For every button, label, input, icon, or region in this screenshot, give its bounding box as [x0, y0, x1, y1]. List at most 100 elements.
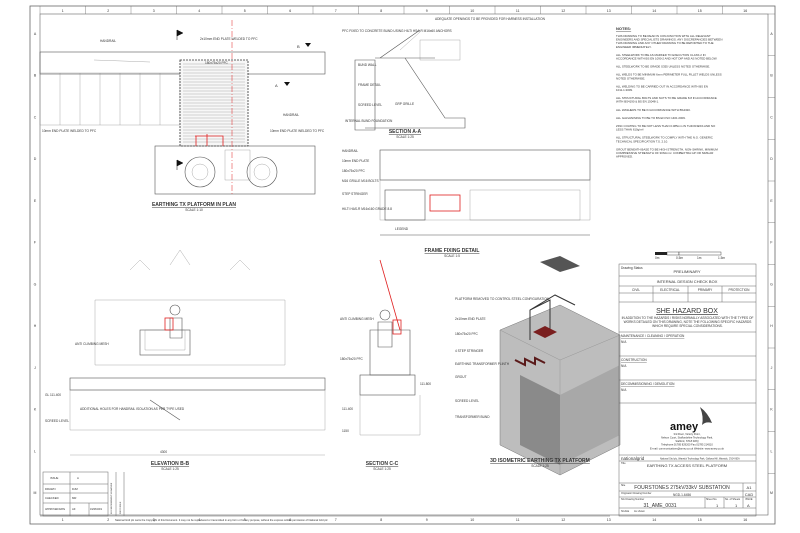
- section-aa-label-frame-detail: FRAME DETAIL: [358, 83, 381, 87]
- elevation-transformer: [94, 299, 286, 366]
- section-aa-label-grp-grille: GRP GRILLE: [395, 102, 414, 106]
- title-block: [618, 263, 757, 517]
- grid-column-label: 3: [153, 518, 155, 522]
- she-hazard-intro: IN ADDITION TO THE HAZARDS / RISKS NORMA…: [621, 316, 754, 328]
- frame-label-pfc: 180x75x20 PFC: [342, 169, 366, 173]
- frame-label-handrail: HANDRAIL: [342, 149, 358, 153]
- frame-label-end-plate: 10mm END PLATE: [342, 159, 369, 163]
- company-address-line: 3rd Floor, Victory Point,: [674, 432, 701, 436]
- frame-label-legend: LEGEND: [395, 227, 409, 231]
- iso-platform-deck: [533, 326, 557, 338]
- section-cc-scale: SCALE 1:25: [373, 467, 391, 471]
- copyright-notice: National Grid plc owns the Copyright of …: [115, 518, 328, 522]
- section-cc-dim: 1150: [342, 429, 349, 433]
- operator-figure-icon: [169, 304, 181, 316]
- elevation-foundation: [69, 389, 326, 431]
- plan-label-handrail-2: HANDRAIL: [283, 113, 299, 117]
- elevation-bb-scale: SCALE 1:25: [161, 467, 179, 471]
- grid-row-label: H: [34, 324, 37, 328]
- company-address-line: Telephone:01785 829200 Fax:01785 214510: [661, 443, 713, 447]
- note-line: 1011-1:2009.: [616, 88, 633, 92]
- grid-row-label: C: [770, 115, 773, 119]
- cad-label: CAD: [745, 492, 754, 497]
- frame-label-anchor: HILTI HAS-R M16x160 GRADE 8.8: [342, 207, 392, 211]
- section-aa-scale: SCALE 1:25: [396, 135, 414, 139]
- title-block-text: Drawing Status PRELIMINARY INTERNAL DESI…: [621, 266, 750, 315]
- note-line: ALL WELDING TO BE CARRIED OUT IN ACCORDA…: [616, 84, 708, 88]
- rev-checked: MR: [72, 496, 76, 500]
- grid-row-label: B: [770, 74, 773, 78]
- rev-date: 19/08/2019: [90, 508, 103, 511]
- amey-logo-icon: [700, 407, 712, 425]
- grid-column-label: 1: [62, 518, 64, 522]
- operator-figure-icon: [379, 309, 391, 321]
- grid-column-label: 2: [107, 9, 109, 13]
- check-column-protection: PROTECTION: [729, 288, 751, 292]
- rev-issue-label: ISSUE: [50, 476, 59, 480]
- of-sheets: 1: [735, 503, 738, 508]
- grid-column-label: 12: [561, 9, 565, 13]
- hazard-value-construction: N/A: [621, 364, 627, 368]
- grid-row-label: L: [771, 449, 773, 453]
- grid-row-label: K: [770, 408, 773, 412]
- frame-red-highlight: [429, 194, 461, 212]
- note-line: LESS THAN 610g/m².: [616, 128, 644, 132]
- site-name: FOURSTONES 275kV/33kV SUBSTATION: [634, 485, 730, 491]
- grid-row-label: A: [34, 32, 37, 36]
- section-aa-label-openings: ADEQUATE OPENINGS TO BE PROVIDED FOR HAR…: [435, 17, 546, 21]
- section-cc-title: SECTION C-C: [366, 461, 399, 467]
- grid-row-label: F: [770, 241, 772, 245]
- check-column-civil: CIVIL: [632, 288, 640, 292]
- title-label: Title: [621, 462, 626, 465]
- scale-tick: 0m: [655, 256, 660, 260]
- client-address: National Grid plc, Warwick Technology Pa…: [660, 458, 740, 461]
- section-aa-label-screed-level: SCREED LEVEL: [358, 103, 382, 107]
- grid-row-label: L: [34, 449, 36, 453]
- grid-row-label: M: [34, 491, 37, 495]
- rev-ng-signature: NG ENDORSEMENT SIGNATURE: [110, 482, 113, 514]
- hazard-heading-construction: CONSTRUCTION: [621, 358, 647, 362]
- drawing-title: EARTHING TX ACCESS STEEL PLATFORM: [647, 463, 727, 468]
- rev-checked-label: CHECKED: [45, 496, 59, 500]
- title-block-details: MAINTENANCE / CLEANING / OPERATION N/A C…: [621, 334, 753, 513]
- section-aa-view: PFC FIXED TO CONCRETE BUND USING HILTI H…: [342, 17, 546, 139]
- grid-column-label: 13: [607, 9, 611, 13]
- grid-row-label: A: [770, 32, 773, 36]
- frame-fixing-scale: SCALE 1:5: [444, 254, 460, 258]
- originator-number: NGD-1-6456: [673, 493, 691, 497]
- note-line: TECHNICAL SPECIFICATION T.S. 2.10.: [616, 139, 668, 143]
- scale-tick: 0.5m: [676, 256, 683, 260]
- scale-value: As shown: [634, 510, 645, 513]
- iso-label-step: 4 STEP STRINGER: [455, 349, 484, 353]
- rev-drawn: DJM: [72, 487, 78, 491]
- note-line: GROUT BENEATH BASE TO BE HIGH STRENGTH, …: [616, 147, 718, 151]
- plan-label-end-plate-left: 10mm END PLATE WELDED TO PFC: [42, 129, 97, 133]
- elevation-label-climbing-mesh: ANTI CLIMBING MESH: [75, 342, 109, 346]
- rev-issue: A: [77, 476, 79, 480]
- grid-row-label: D: [34, 157, 37, 161]
- iso-steps: [514, 356, 546, 367]
- section-marker-a: A: [275, 83, 278, 88]
- frame-fixing-title: FRAME FIXING DETAIL: [425, 248, 480, 254]
- iso-removed-platform: [540, 256, 580, 272]
- grid-column-label: 15: [698, 9, 702, 13]
- sheet-size: A1: [747, 485, 753, 490]
- frame-fixing-detail-view: HANDRAIL 10mm END PLATE 180x75x20 PFC M1…: [342, 149, 591, 258]
- notes-list: THIS DRAWING TO BE READ IN CONJUNCTION W…: [616, 34, 722, 159]
- issue-value: A: [747, 503, 750, 508]
- plan-view: 2x10mm END PLATE WELDED TO PFC HANDRAIL …: [39, 20, 326, 212]
- iso-label-bund: TRANSFORMER BUND: [455, 415, 490, 419]
- grid-column-label: 8: [380, 518, 382, 522]
- grid-column-label: 1: [62, 9, 64, 13]
- grid-column-label: 13: [607, 518, 611, 522]
- grid-column-label: 15: [698, 518, 702, 522]
- hazard-value-decommissioning: N/A: [621, 388, 627, 392]
- grid-column-label: 11: [516, 518, 520, 522]
- grid-row-label: K: [34, 408, 37, 412]
- iso-label-platform: PLATFORM REMOVED TO CONTROL STEEL CONFIG…: [455, 297, 550, 301]
- scale-tick: 1m: [697, 256, 702, 260]
- section-aa-title: SECTION A-A: [389, 129, 422, 135]
- notes-block: NOTES: THIS DRAWING TO BE READ IN CONJUN…: [616, 26, 722, 159]
